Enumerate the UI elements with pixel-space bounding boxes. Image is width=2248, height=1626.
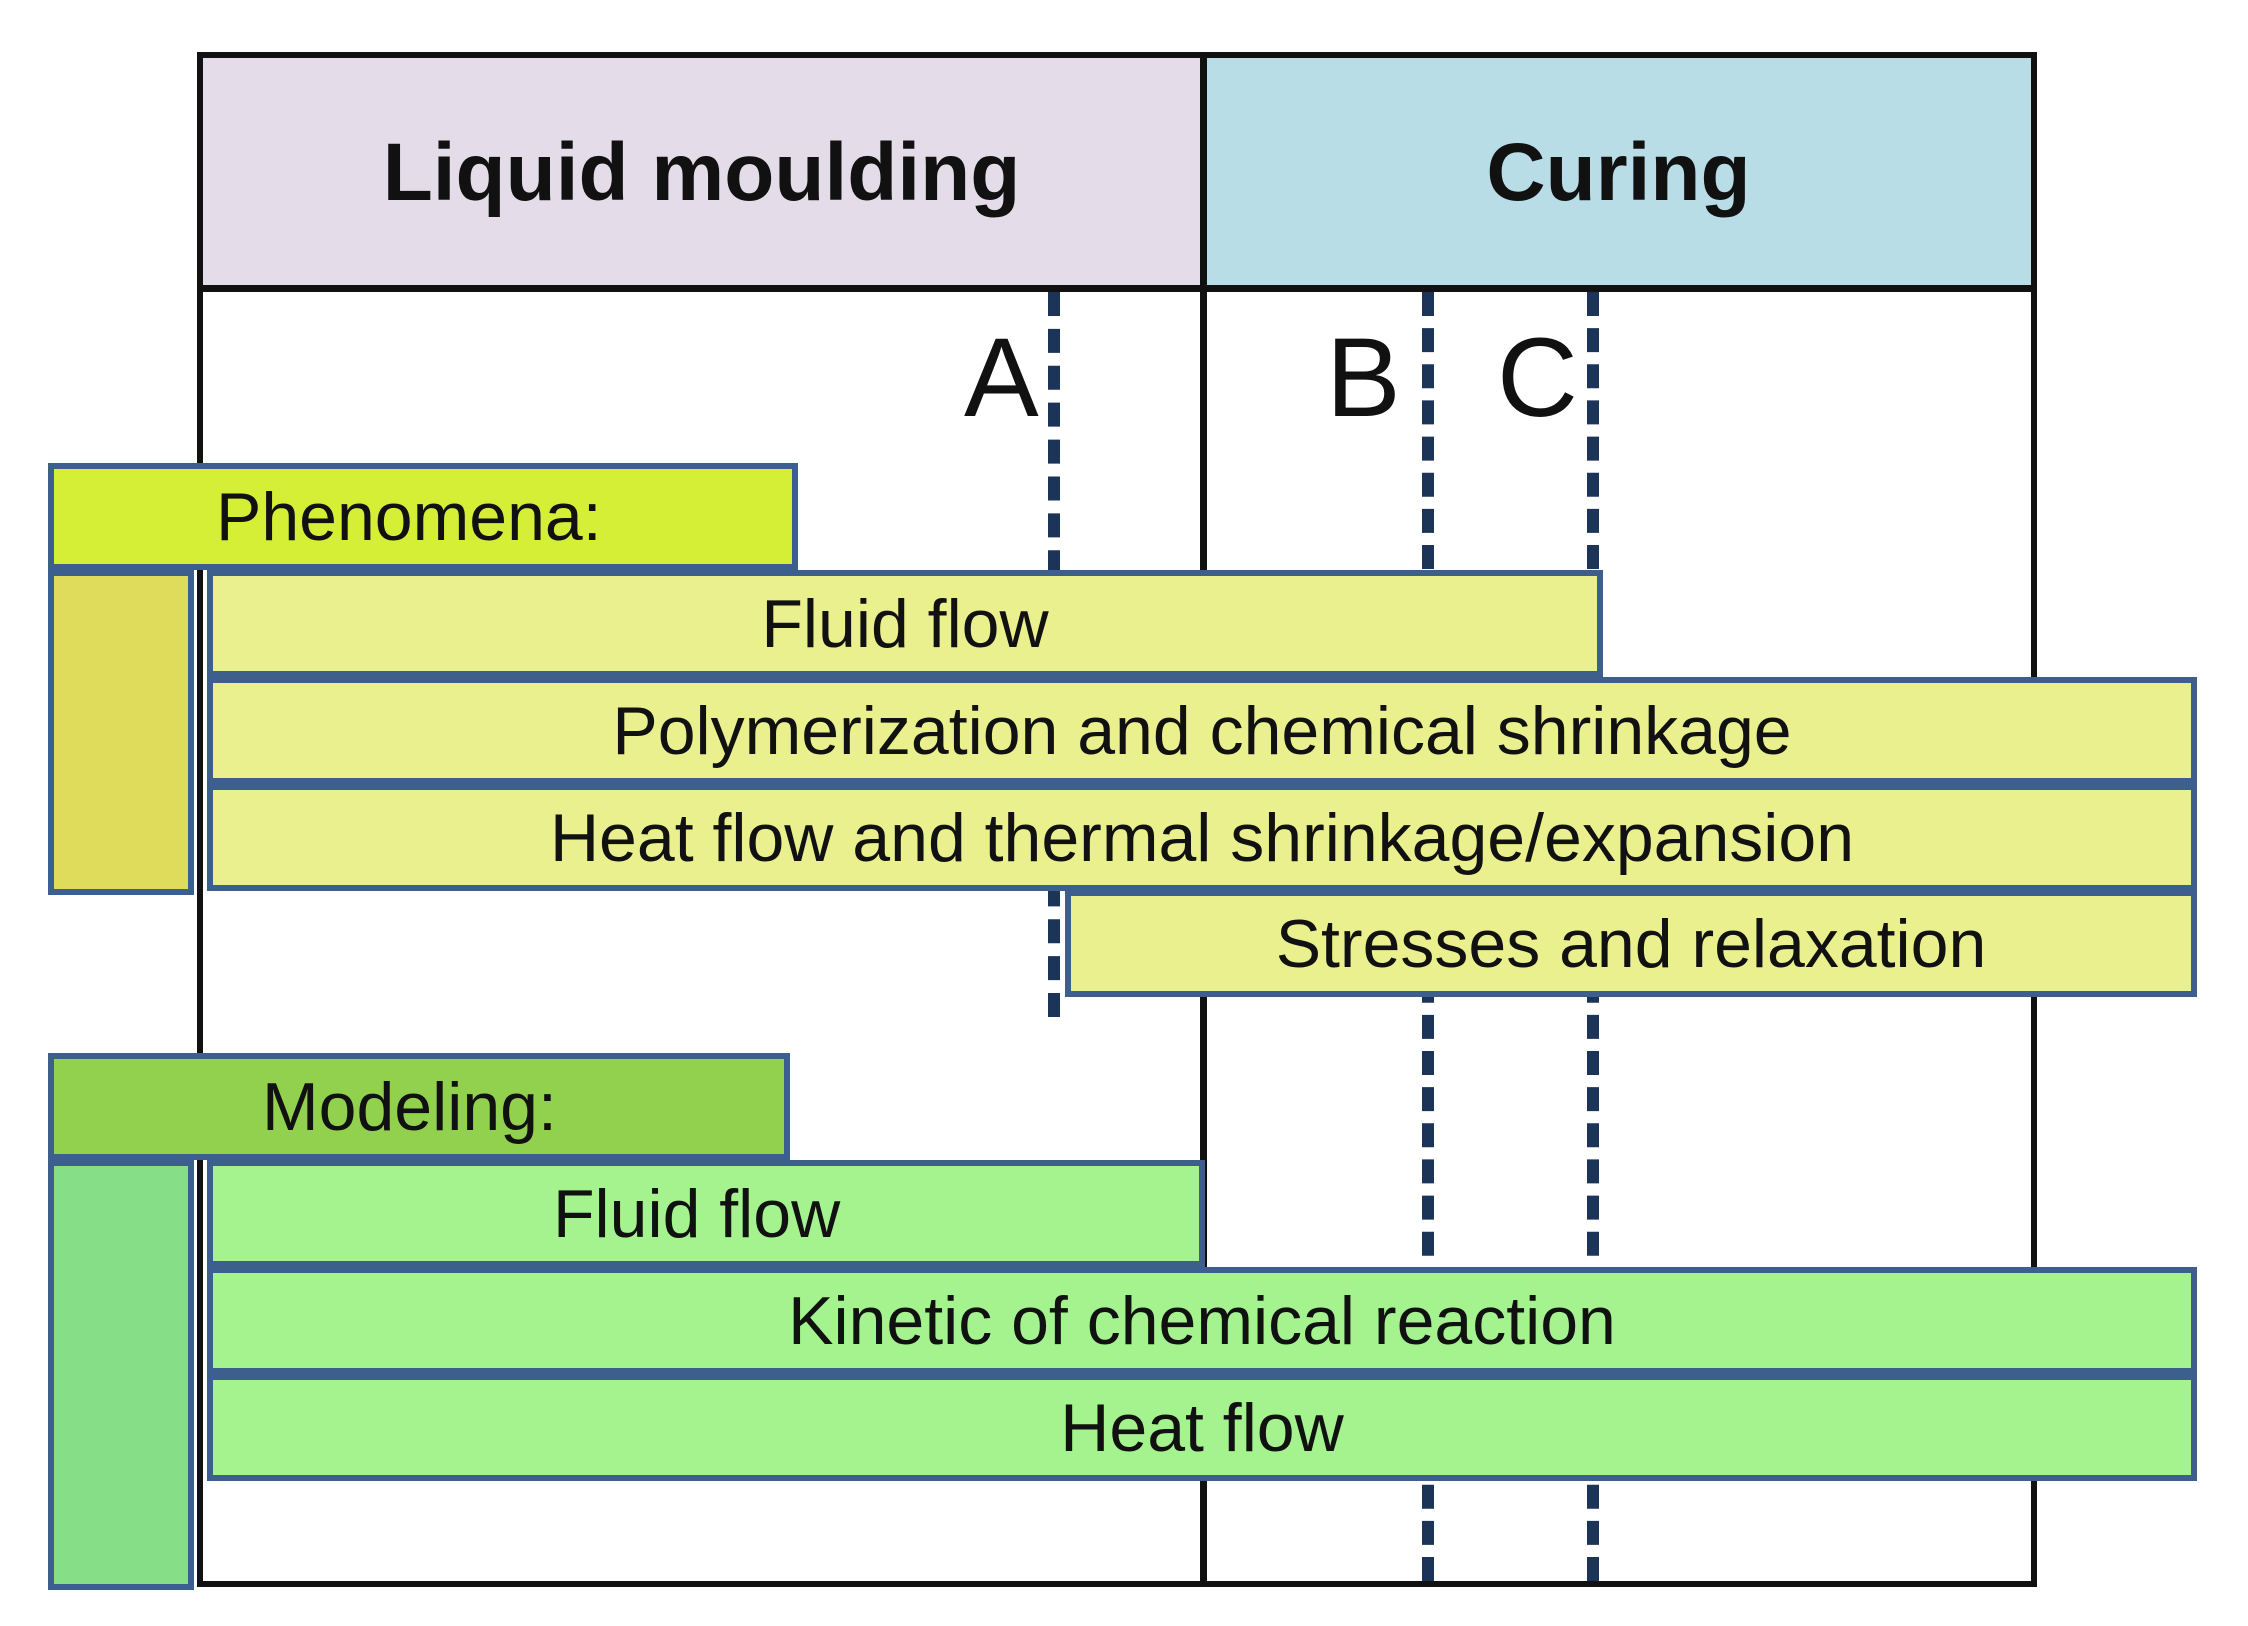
- modeling-side-bar: [48, 1160, 194, 1590]
- header-divider: [203, 285, 2031, 292]
- phenomena-group-label: Phenomena:: [48, 463, 798, 570]
- milestone-a-label: A: [964, 315, 1039, 440]
- milestone-c-label: C: [1497, 315, 1578, 440]
- phenomena-fluid-flow-bar: Fluid flow: [207, 570, 1603, 677]
- phenomena-polymerization-bar: Polymerization and chemical shrinkage: [207, 677, 2197, 784]
- phenomena-stresses-bar: Stresses and relaxation: [1065, 890, 2197, 997]
- modeling-kinetic-bar: Kinetic of chemical reaction: [207, 1267, 2197, 1374]
- phase-header-liquid-moulding: Liquid moulding: [203, 58, 1200, 288]
- phenomena-label-text: Phenomena:: [216, 478, 602, 555]
- phase-header-curing: Curing: [1206, 58, 2031, 288]
- modeling-group-label: Modeling:: [48, 1053, 790, 1160]
- phenomena-side-bar: [48, 570, 194, 895]
- modeling-label-text: Modeling:: [262, 1068, 557, 1145]
- modeling-heat-flow-bar: Heat flow: [207, 1374, 2197, 1481]
- milestone-b-label: B: [1326, 315, 1401, 440]
- modeling-fluid-flow-bar: Fluid flow: [207, 1160, 1205, 1267]
- modeling-fluid-flow-text: Fluid flow: [553, 1175, 841, 1252]
- phenomena-heat-flow-bar: Heat flow and thermal shrinkage/expansio…: [207, 784, 2197, 891]
